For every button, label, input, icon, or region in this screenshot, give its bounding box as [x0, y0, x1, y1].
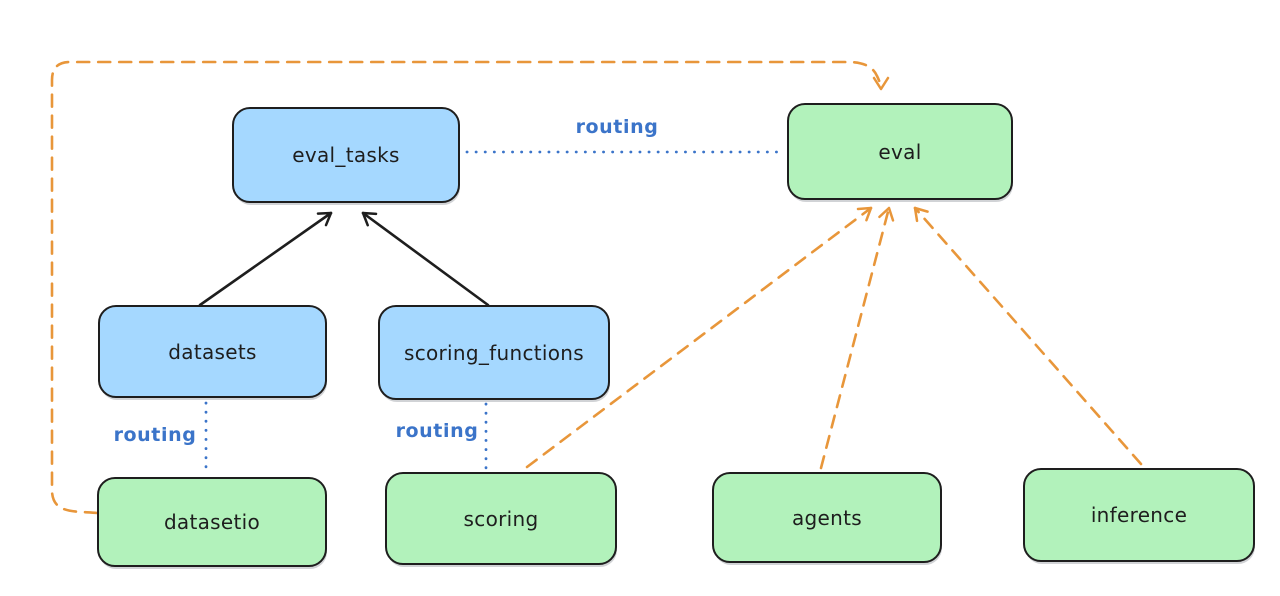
node-datasets-label: datasets	[168, 339, 257, 364]
node-datasets: datasets	[98, 305, 327, 398]
node-eval: eval	[787, 103, 1013, 200]
node-inference: inference	[1023, 468, 1255, 562]
node-scoring-functions: scoring_functions	[378, 305, 610, 400]
routing-label-eval-tasks-eval: routing	[575, 116, 659, 138]
edge-agents-to-eval-arrow	[819, 206, 895, 470]
node-scoring-label: scoring	[463, 506, 539, 531]
routing-label-scoring-functions-scoring: routing	[395, 420, 479, 442]
node-agents-label: agents	[792, 505, 862, 530]
node-scoring: scoring	[385, 472, 617, 565]
node-datasetio-label: datasetio	[163, 510, 261, 534]
node-datasetio: datasetio	[97, 477, 327, 567]
node-eval-label: eval	[878, 139, 922, 164]
routing-label-datasets-datasetio: routing	[113, 424, 197, 446]
node-scoring-functions-label: scoring_functions	[403, 340, 585, 365]
node-agents: agents	[712, 472, 942, 563]
node-eval-tasks-label: eval_tasks	[292, 143, 400, 167]
edge-inference-to-eval-arrow	[913, 206, 1143, 466]
edge-scoring-functions-to-eval-tasks-arrow	[361, 211, 490, 307]
node-inference-label: inference	[1090, 503, 1188, 527]
edge-datasets-to-eval-tasks-arrow	[198, 211, 333, 307]
node-eval-tasks: eval_tasks	[232, 107, 460, 203]
